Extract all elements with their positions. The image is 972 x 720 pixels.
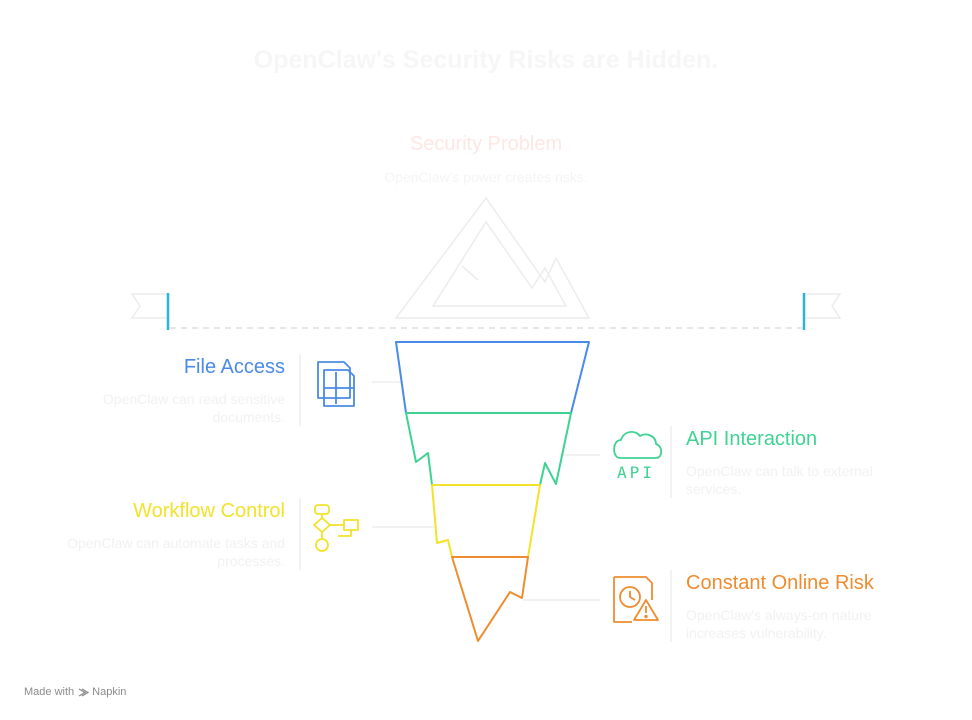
hidden-layer-description: OpenClaw's power creates risks.	[384, 169, 588, 185]
hidden-layer-title: Security Problem	[409, 133, 563, 155]
made-with-footer: Made with Napkin	[24, 686, 126, 698]
layer-title-constant-online-risk: Constant Online Risk	[686, 572, 874, 594]
footer-brand: Napkin	[78, 686, 126, 698]
layer-file-access-shape	[395, 341, 590, 414]
layer-constant-online-risk-shape	[451, 556, 529, 642]
layer-api-interaction-shape	[405, 412, 572, 486]
leader-lines	[299, 354, 672, 642]
layer-title-api-interaction: API Interaction	[686, 428, 818, 450]
layer-description-constant-online-risk: OpenClaw's always-on nature increases vu…	[686, 607, 872, 641]
flowchart-icon	[313, 504, 359, 552]
layer-workflow-control-shape	[431, 484, 541, 558]
footer-brand-name: Napkin	[92, 686, 127, 698]
iceberg-tip	[394, 196, 591, 319]
layer-description-file-access: OpenClaw can read sensitive documents.	[102, 391, 285, 425]
layer-title-workflow-control: Workflow Control	[133, 500, 285, 522]
waterline-right-flag	[802, 293, 842, 330]
layer-title-file-access: File Access	[183, 356, 285, 378]
footer-prefix: Made with	[24, 686, 75, 698]
napkin-logo-icon	[78, 687, 90, 697]
api-icon-text: API	[617, 463, 655, 482]
layer-description-api-interaction: OpenClaw can talk to external services.	[686, 463, 873, 497]
clock-warning-document-icon	[613, 576, 659, 623]
waterline-left-flag	[130, 293, 170, 330]
page-title: OpenClaw's Security Risks are Hidden.	[253, 46, 719, 74]
layer-description-workflow-control: OpenClaw can automate tasks and processe…	[67, 535, 285, 569]
document-copy-icon	[317, 361, 355, 407]
cloud-api-icon: API	[613, 431, 663, 482]
